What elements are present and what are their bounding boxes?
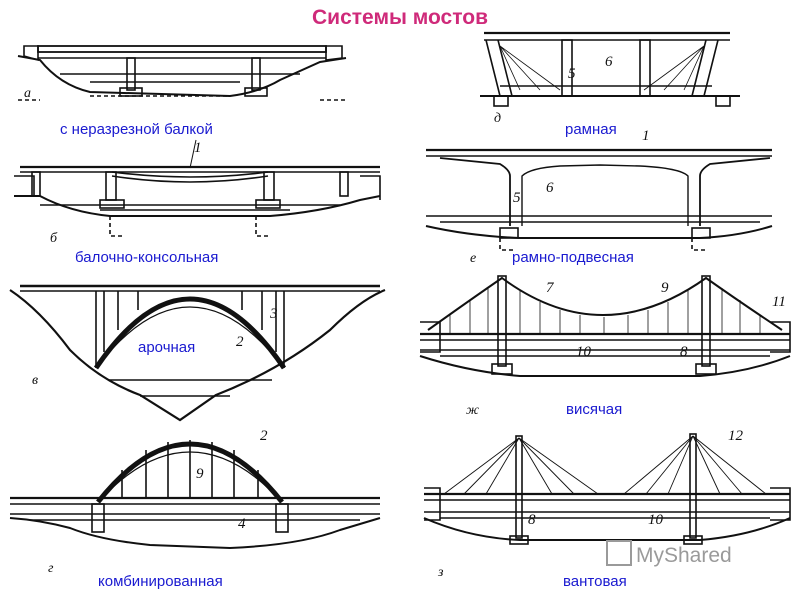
- number-2-g: 2: [260, 428, 268, 444]
- label-cable-stayed: вантовая: [563, 573, 627, 590]
- number-1-b: 1: [194, 140, 202, 156]
- number-1-e: 1: [642, 128, 650, 144]
- letter-v: в: [32, 373, 38, 388]
- diagram-arch: 2 3 в: [9, 284, 386, 422]
- number-2-v: 2: [236, 334, 244, 350]
- number-10-zh: 10: [576, 344, 592, 360]
- diagram-cantilever-beam: 1 б: [14, 139, 381, 246]
- label-suspension: висячая: [566, 401, 623, 418]
- main-cable-zh: [427, 276, 783, 331]
- number-12-z: 12: [728, 428, 744, 444]
- letter-z: з: [437, 565, 444, 580]
- arch-rib: [93, 296, 287, 370]
- letter-e: е: [470, 251, 476, 266]
- diagram-continuous-beam: а: [17, 45, 347, 101]
- diagram-frame: 5 6 д: [480, 31, 740, 126]
- number-3-v: 3: [269, 306, 278, 322]
- pylon-z1: [515, 435, 523, 539]
- number-6-d: 6: [605, 54, 613, 70]
- deck-a: [37, 45, 327, 53]
- label-continuous-beam: с неразрезной балкой: [60, 121, 213, 138]
- letter-g: г: [48, 561, 54, 576]
- diagram-combined: 9 2 4 г: [9, 428, 381, 576]
- watermark-text: MyShared: [636, 544, 732, 567]
- number-8-z: 8: [528, 512, 536, 528]
- diagram-frame-suspended: 5 6 1 е: [425, 128, 773, 266]
- label-arch: арочная: [138, 339, 196, 356]
- pier-a2: [251, 57, 261, 91]
- watermark: MyShared: [606, 540, 732, 568]
- number-11-zh: 11: [772, 294, 786, 310]
- diagram-suspension: 7 9 11 10 8 ж: [419, 275, 791, 418]
- number-4-g: 4: [238, 516, 246, 532]
- label-combined: комбинированная: [98, 573, 223, 590]
- number-9-zh: 9: [661, 280, 669, 296]
- letter-zh: ж: [466, 403, 479, 418]
- letter-d: д: [494, 111, 501, 126]
- number-8-zh: 8: [680, 344, 688, 360]
- label-frame: рамная: [565, 121, 617, 138]
- letter-a: а: [24, 86, 31, 101]
- label-cantilever-beam: балочно-консольная: [75, 249, 219, 266]
- number-9-g: 9: [196, 466, 204, 482]
- watermark-logo-icon: [606, 540, 632, 566]
- number-5-d: 5: [568, 66, 576, 82]
- pier-a1: [126, 57, 136, 91]
- number-7-zh: 7: [546, 280, 555, 296]
- ground-v: [9, 288, 386, 422]
- label-frame-suspended: рамно-подвесная: [512, 249, 634, 266]
- ground-a: [17, 55, 347, 98]
- letter-b: б: [50, 231, 58, 246]
- pylon-z2: [689, 433, 697, 539]
- number-6-e: 6: [546, 180, 554, 196]
- number-10-z: 10: [648, 512, 664, 528]
- page-title: Системы мостов: [312, 6, 488, 29]
- number-5-e: 5: [513, 190, 521, 206]
